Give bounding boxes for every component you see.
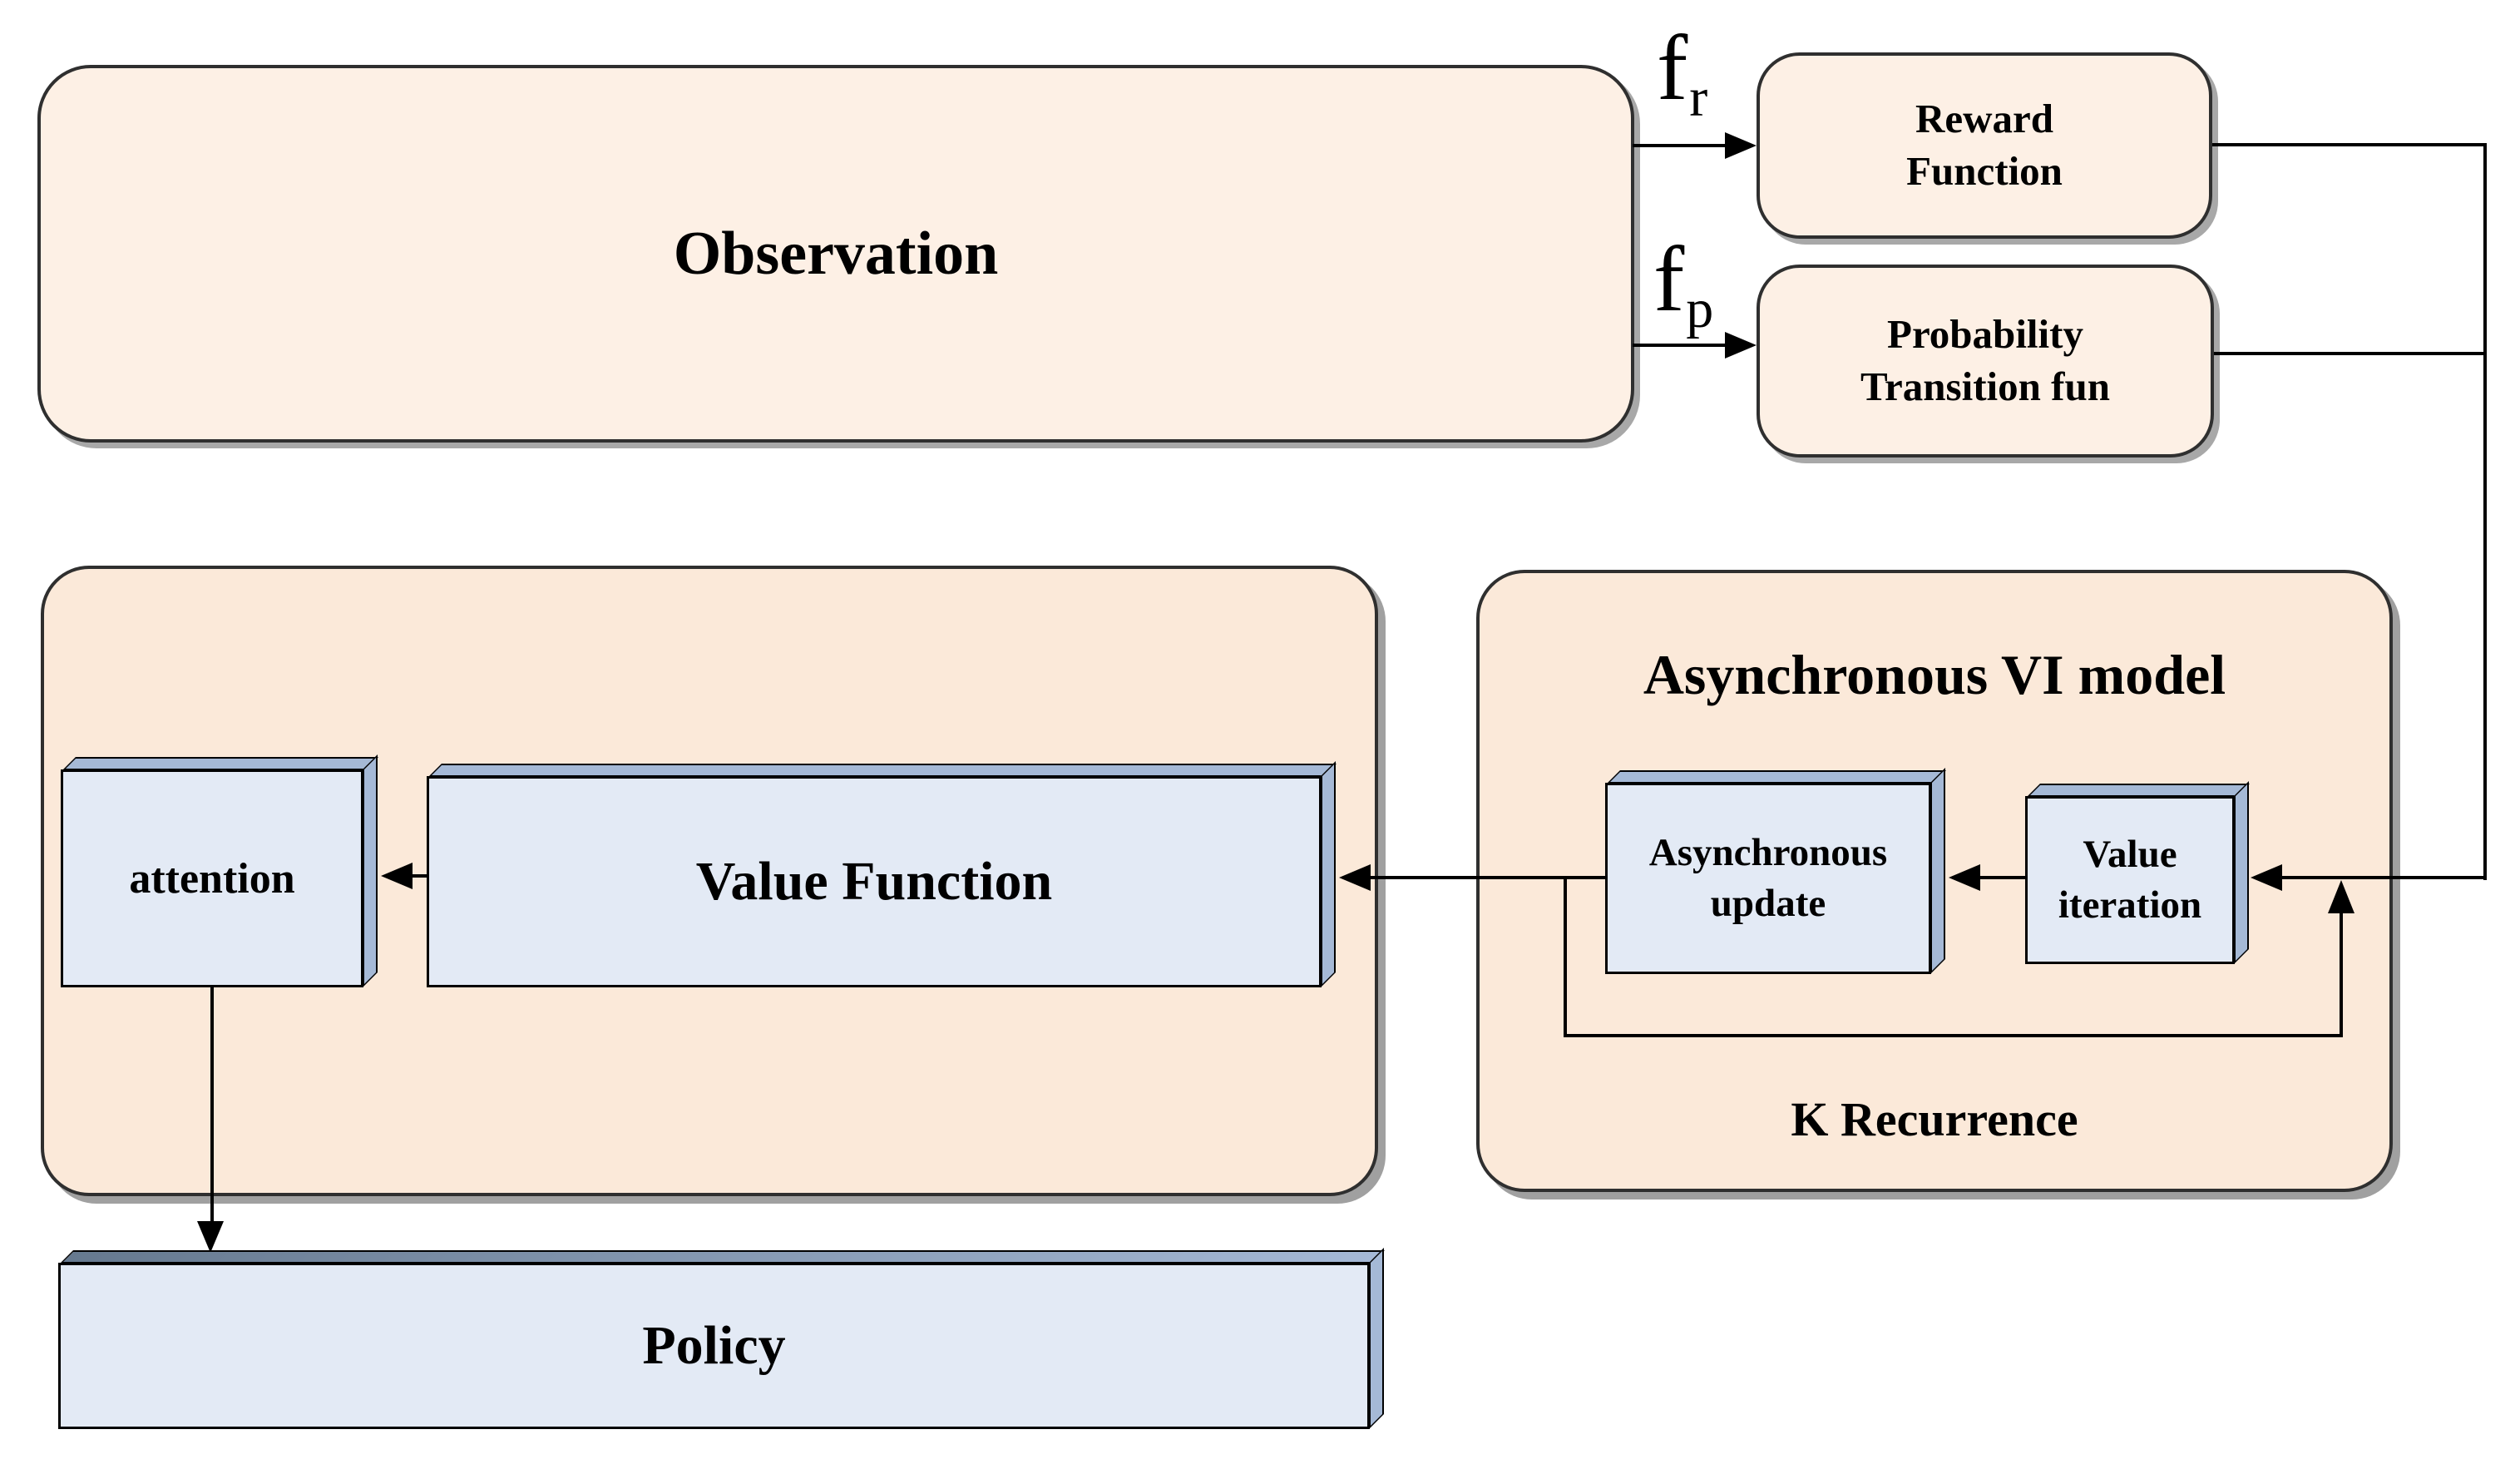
line-observation-to-probability [1633,344,1726,347]
arrowhead-into-reward [1725,132,1759,159]
probability-line1: Probability [1887,311,2083,358]
async-update-box-side-face [1930,768,1945,974]
arrowhead-into-value-iteration [2248,864,2282,891]
reward-function-box: Reward Function [1757,52,2212,239]
attention-box-side-face [363,754,378,987]
async-update-box-top-face [1607,770,1946,784]
fr-subscript: r [1689,67,1708,128]
line-probability-out [2214,352,2487,355]
value-iteration-line1: Value [2083,832,2177,876]
policy-label: Policy [642,1315,786,1376]
fp-base: f [1653,228,1685,331]
reward-function-line2: Function [1906,148,2063,194]
reward-function-line1: Reward [1915,96,2054,142]
arrowhead-into-async-update [1946,864,1980,891]
fr-base: f [1657,17,1688,120]
k-loop-bottom-horizontal [1564,1034,2343,1037]
line-value-function-to-attention [410,874,428,878]
async-update-line1: Asynchronous [1648,830,1888,874]
async-update-line2: update [1710,882,1826,925]
line-vi-to-async-update [1977,876,2025,879]
value-function-box-side-face [1321,761,1336,987]
observation-box: Observation [37,65,1634,443]
k-loop-left-vertical [1564,878,1567,1037]
value-function-box-top-face [428,764,1337,777]
value-function-box: Value Function [427,761,1337,987]
value-function-label: Value Function [695,851,1053,912]
line-into-value-iteration [2280,876,2487,879]
probability-transition-box: Probability Transition fun [1757,265,2214,458]
fr-label: fr [1657,22,1707,126]
attention-label: attention [129,854,295,903]
line-async-update-to-value-function [1368,876,1605,879]
async-vi-model-title: Asynchronous VI model [1643,643,2226,706]
line-observation-to-reward [1633,144,1726,147]
fp-subscript: p [1686,279,1714,339]
k-recurrence-label: K Recurrence [1791,1092,2078,1146]
value-iteration-box-side-face [2234,781,2249,964]
fp-label: fp [1653,233,1713,337]
attention-box: attention [61,754,378,987]
value-iteration-box: Value iteration [2025,781,2250,964]
value-iteration-box-top-face [2027,784,2250,797]
observation-label: Observation [673,219,999,288]
value-iteration-line2: iteration [2058,883,2202,927]
attention-box-top-face [62,757,378,770]
arrowhead-into-policy [197,1221,224,1255]
policy-box: Policy [58,1248,1385,1429]
arrowhead-into-probability [1725,332,1759,359]
arrowhead-k-loop-up [2328,878,2354,913]
policy-box-side-face [1369,1248,1384,1429]
line-attention-to-policy [210,987,214,1224]
probability-line2: Transition fun [1860,364,2110,409]
policy-box-top-face [60,1250,1385,1264]
arrowhead-into-attention [378,863,413,889]
async-update-box: Asynchronous update [1605,768,1946,974]
arrowhead-into-value-function [1337,864,1371,891]
line-right-vertical [2483,143,2487,880]
line-reward-out [2212,143,2487,146]
k-loop-right-vertical [2340,909,2343,1036]
